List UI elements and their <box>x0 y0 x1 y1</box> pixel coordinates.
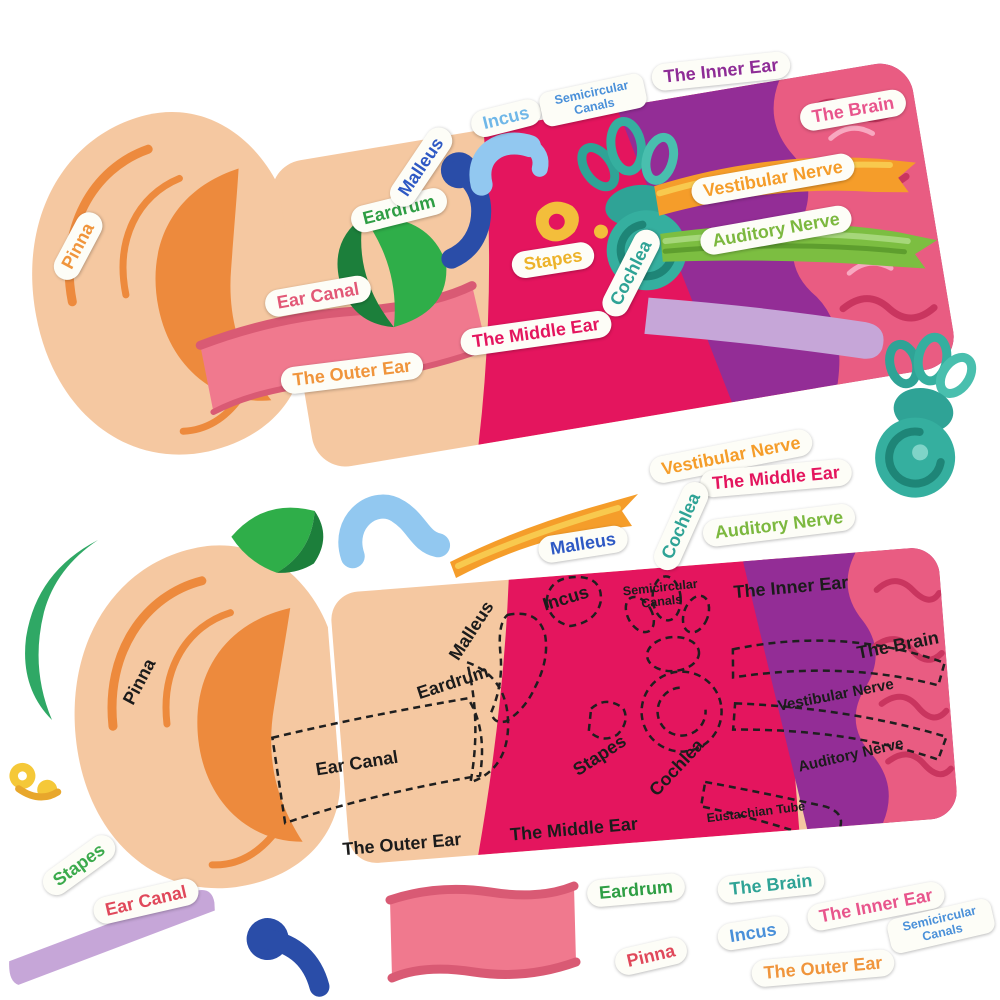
malleus-outline <box>489 612 548 724</box>
cochlea-outline <box>645 635 701 673</box>
vestibular-nerve-outline <box>731 639 947 687</box>
ear-canal-outline <box>270 696 484 825</box>
middle-ear-region-blank <box>478 558 800 855</box>
placement-outlines <box>465 575 949 838</box>
eardrum-piece[interactable] <box>228 503 328 580</box>
ear-canal-piece[interactable] <box>385 881 581 983</box>
completed-ear-diagram <box>6 58 959 513</box>
incus-outline <box>545 575 603 628</box>
eustachian-tube-placed <box>644 297 884 359</box>
cochlea-piece[interactable] <box>861 329 982 505</box>
incus-piece[interactable] <box>338 494 451 569</box>
outer-ear <box>6 95 319 476</box>
stapes-outline <box>587 700 627 740</box>
stapes-placed <box>535 201 579 242</box>
vestibular-nerve-piece[interactable] <box>450 494 638 578</box>
blank-ear-diagram <box>62 489 959 899</box>
eustachian-tube-piece[interactable] <box>6 889 219 985</box>
auditory-nerve-outline <box>731 702 949 762</box>
incus-placed <box>469 132 549 196</box>
stapes-piece[interactable] <box>7 758 62 806</box>
malleus-piece[interactable] <box>241 915 330 997</box>
pinna-outline-piece[interactable] <box>25 540 99 720</box>
brain-blank <box>847 545 959 824</box>
